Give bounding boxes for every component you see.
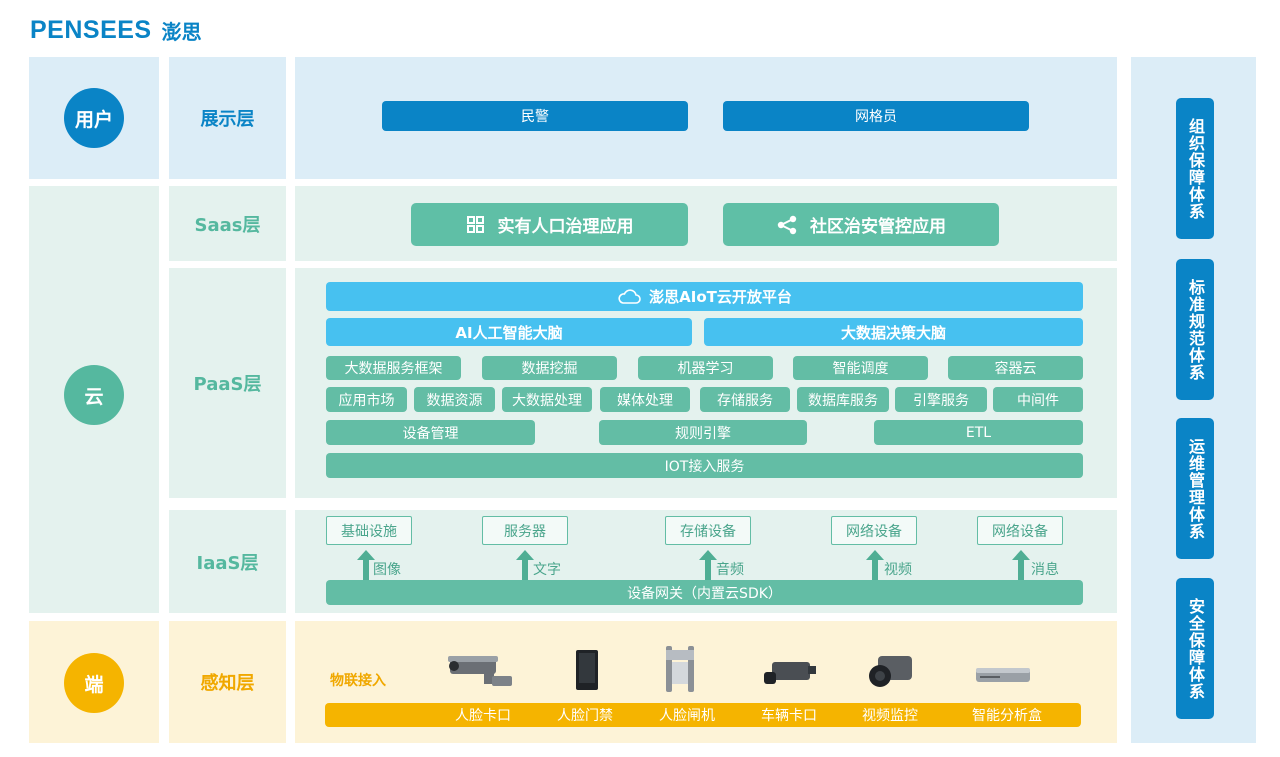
presentation-item-police: 民警 xyxy=(382,101,688,131)
layer-perception-label: 感知层 xyxy=(169,621,286,743)
saas-item-label: 实有人口治理应用 xyxy=(497,217,634,237)
saas-item-label: 社区治安管控应用 xyxy=(810,217,946,237)
paas-item: 媒体处理 xyxy=(600,387,690,412)
paas-item: 设备管理 xyxy=(326,420,535,445)
paas-item: 中间件 xyxy=(993,387,1083,412)
paas-iot-service: IOT接入服务 xyxy=(326,453,1083,478)
paas-item: 引擎服务 xyxy=(895,387,987,412)
layer-iaas-label: IaaS层 xyxy=(169,510,286,613)
layer-presentation-label: 展示层 xyxy=(169,57,286,179)
paas-brain-bigdata: 大数据决策大脑 xyxy=(704,318,1083,346)
paas-platform-bar: 澎思AIoT云开放平台 xyxy=(326,282,1083,311)
up-arrow-icon xyxy=(1012,550,1030,580)
paas-item: 规则引擎 xyxy=(599,420,807,445)
logo-cn: 澎思 xyxy=(161,19,202,44)
paas-item: 数据资源 xyxy=(414,387,495,412)
iaas-box: 基础设施 xyxy=(326,516,412,545)
presentation-item-grid-officer: 网格员 xyxy=(723,101,1029,131)
paas-item: 大数据处理 xyxy=(502,387,592,412)
paas-item: 存储服务 xyxy=(700,387,790,412)
tier-user-badge: 用户 xyxy=(64,88,124,148)
paas-item: 大数据服务框架 xyxy=(326,356,461,380)
paas-item: 数据挖掘 xyxy=(482,356,617,380)
tier-edge-badge: 端 xyxy=(64,653,124,713)
paas-item: 智能调度 xyxy=(793,356,928,380)
iaas-box: 存储设备 xyxy=(665,516,751,545)
up-arrow-icon xyxy=(357,550,375,580)
logo: PENSEES 澎思 xyxy=(30,14,202,46)
up-arrow-icon xyxy=(699,550,717,580)
vehicle-checkpoint-camera-icon xyxy=(764,662,816,684)
tier-cloud-badge: 云 xyxy=(64,365,124,425)
video-surveillance-camera-icon xyxy=(869,656,912,687)
device-label: 人脸卡口 xyxy=(455,708,511,724)
logo-text: PENSEES xyxy=(30,15,152,44)
device-label: 车辆卡口 xyxy=(761,708,817,724)
iaas-arrow-label: 消息 xyxy=(1031,562,1059,578)
smart-analysis-box-icon xyxy=(976,668,1030,682)
iaas-box: 网络设备 xyxy=(977,516,1063,545)
face-checkpoint-camera-icon xyxy=(448,656,512,686)
iaas-arrow-label: 图像 xyxy=(373,562,401,578)
iaas-arrow-label: 音频 xyxy=(716,562,744,578)
iaas-arrow-label: 视频 xyxy=(884,562,912,578)
face-gate-icon xyxy=(666,646,694,692)
share-icon xyxy=(776,214,798,236)
paas-item: 数据库服务 xyxy=(797,387,889,412)
device-label: 人脸门禁 xyxy=(557,708,613,724)
up-arrow-icon xyxy=(516,550,534,580)
grid-icon xyxy=(466,215,486,235)
iaas-box: 网络设备 xyxy=(831,516,917,545)
system-standards: 标准规范体系 xyxy=(1176,259,1214,400)
cloud-icon xyxy=(617,288,641,305)
layer-paas-label: PaaS层 xyxy=(169,268,286,498)
saas-item-population: 实有人口治理应用 xyxy=(411,203,688,246)
system-operations: 运维管理体系 xyxy=(1176,418,1214,559)
iaas-box: 服务器 xyxy=(482,516,568,545)
perception-device-bar xyxy=(325,703,1081,727)
paas-item: ETL xyxy=(874,420,1083,445)
system-organization: 组织保障体系 xyxy=(1176,98,1214,239)
face-access-control-icon xyxy=(576,650,598,690)
paas-item: 容器云 xyxy=(948,356,1083,380)
iaas-arrow-label: 文字 xyxy=(533,562,561,578)
system-security: 安全保障体系 xyxy=(1176,578,1214,719)
platform-label: 澎思AIoT云开放平台 xyxy=(649,288,792,306)
device-label: 人脸闸机 xyxy=(659,708,715,724)
device-label: 视频监控 xyxy=(862,708,918,724)
iaas-gateway: 设备网关（内置云SDK） xyxy=(326,580,1083,605)
device-label: 智能分析盒 xyxy=(972,708,1042,724)
up-arrow-icon xyxy=(866,550,884,580)
paas-item: 机器学习 xyxy=(638,356,773,380)
paas-item: 应用市场 xyxy=(326,387,407,412)
saas-item-community: 社区治安管控应用 xyxy=(723,203,999,246)
iot-access-label: 物联接入 xyxy=(330,673,386,689)
paas-brain-ai: AI人工智能大脑 xyxy=(326,318,692,346)
layer-saas-label: Saas层 xyxy=(169,186,286,261)
